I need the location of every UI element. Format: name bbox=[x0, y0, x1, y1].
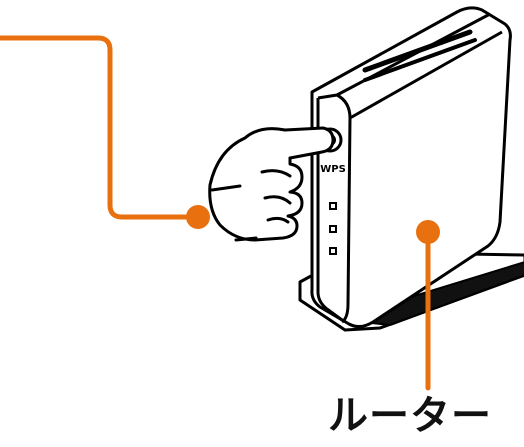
status-led-1 bbox=[330, 203, 336, 209]
status-led-3 bbox=[330, 248, 336, 254]
router-label: ルーター bbox=[300, 392, 520, 440]
wps-callout-dot bbox=[186, 205, 210, 229]
hand-wrist-line-2 bbox=[236, 238, 256, 240]
wps-callout-line bbox=[0, 38, 198, 217]
status-led-2 bbox=[330, 226, 336, 232]
wps-label: WPS bbox=[320, 164, 346, 175]
